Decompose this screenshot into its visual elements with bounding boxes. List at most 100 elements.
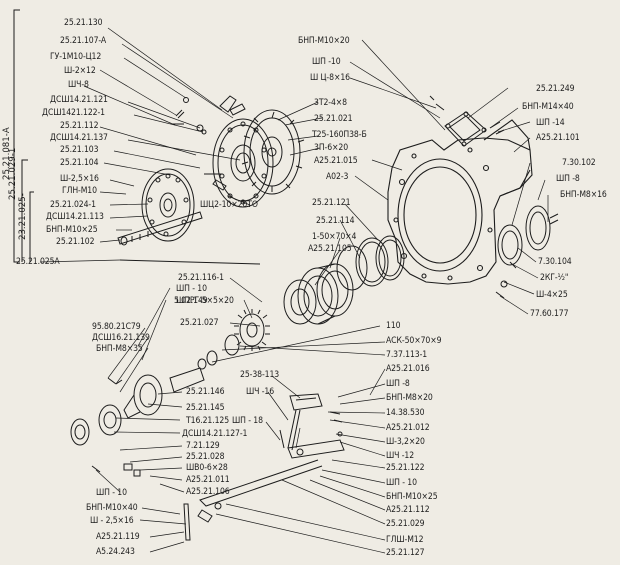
label-25-21-021: 25.21.021 xyxy=(314,114,353,124)
label-shvo-6x28: ШВ0-6×28 xyxy=(186,463,228,473)
label-t25: Т25-160П38-Б xyxy=(312,130,367,140)
label-25-21-028: 25.21.028 xyxy=(186,452,225,462)
seal-rings xyxy=(336,235,405,291)
label-shp-14: ШП -14 xyxy=(536,118,565,128)
label-dsh-16-21-139: ДСШ16.21.139 xyxy=(92,333,150,343)
label-25-21-029: 25.21.029 xyxy=(386,519,425,529)
label-bnp-m10x25-lower: БНП-М10×25 xyxy=(386,492,438,502)
label-25-21-116-1: 25.21.116-1 xyxy=(178,273,224,283)
label-25-21-122: 25.21.122 xyxy=(386,463,425,473)
label-gu-1m10: ГУ-1М10-Ц12 xyxy=(50,52,102,62)
label-dsh-122: ДСШ1421.122-1 xyxy=(42,108,106,118)
label-t16-21-125: Т16.21.125 xyxy=(186,416,230,426)
label-25-21-107a: 25.21.107-A xyxy=(60,36,107,46)
label-a02-3: А02-3 xyxy=(326,172,349,182)
side-label-25-21-029: 25.21.029-1 xyxy=(8,147,18,200)
label-25-21-146: 25.21.146 xyxy=(186,387,225,397)
label-7-21-129: 7.21.129 xyxy=(186,441,220,451)
label-95-80-21c79: 95.80.21С79 xyxy=(92,322,141,332)
label-sh-2-5x16-lower: Ш - 2,5×16 xyxy=(90,516,134,526)
label-a5-24-243: А5.24.243 xyxy=(96,547,135,557)
label-shch-8: ШЧ-8 xyxy=(68,80,89,90)
label-shp-10-right: ШП - 10 xyxy=(386,478,417,488)
label-shc2-10x20: ШЦ2-10×20ТО xyxy=(200,200,258,210)
label-shch-8x16: Ш Ц-8×16 xyxy=(310,73,350,83)
release-hub xyxy=(70,367,205,477)
label-a25-21-106: А25.21.106 xyxy=(186,487,230,497)
label-14-38-530: 14.38.530 xyxy=(386,408,425,418)
label-sh-3-2x20: Ш-3,2×20 xyxy=(386,437,425,447)
label-25-21-027: 25.21.027 xyxy=(180,318,219,328)
label-a25-21-015: А25.21.015 xyxy=(314,156,358,166)
gear-assembly xyxy=(197,309,270,370)
label-shch-12: ШЧ -12 xyxy=(386,451,415,461)
label-25-21-112: 25.21.112 xyxy=(60,121,99,131)
label-ask-50x70x9: АСК-50×70×9 xyxy=(386,336,442,346)
label-sh-4x25: Ш-4×25 xyxy=(536,290,568,300)
pressure-plate xyxy=(212,118,274,208)
upper-left-fasteners xyxy=(172,95,246,191)
label-dsh-113: ДСШ14.21.113 xyxy=(46,212,104,222)
label-25-21-103: 25.21.103 xyxy=(60,145,99,155)
label-25-38-113: 25-38-113 xyxy=(240,370,280,380)
label-bnp-m14x40: БНП-М14×40 xyxy=(522,102,574,112)
label-bnp-m10x20-top: БНП-М10×20 xyxy=(298,36,350,46)
label-25-21-025a: 25.21.025А xyxy=(16,257,60,267)
label-a25-21-119: А25.21.119 xyxy=(96,532,140,542)
label-bnp-m10x40: БНП-М10×40 xyxy=(86,503,138,513)
label-2kg: 2КГ-½" xyxy=(540,273,569,283)
label-bnp-m8x16: БНП-М8×16 xyxy=(560,190,607,200)
label-shp-10-lower: ШП - 10 xyxy=(96,488,127,498)
label-1-50x70x4: 1-50×70×4 xyxy=(312,232,357,242)
label-a25-21-101: А25.21.101 xyxy=(536,133,580,143)
label-25-21-249: 25.21.249 xyxy=(536,84,575,94)
label-shp-18: ШП - 18 xyxy=(232,416,263,426)
clutch-pedal-lever xyxy=(183,393,345,541)
assembly-brackets xyxy=(13,9,34,263)
clutch-housing xyxy=(387,119,533,285)
label-7-30-104: 7.30.104 xyxy=(538,257,572,267)
label-bnp-m8x20: БНП-М8×20 xyxy=(386,393,433,403)
label-25-21-104: 25.21.104 xyxy=(60,158,99,168)
label-a25-21-012: А25.21.012 xyxy=(386,423,430,433)
label-77-60-177: 77.60.177 xyxy=(530,309,569,319)
label-shprg-5x5x20: ШПРГ-5×5×20 xyxy=(176,296,234,306)
label-7-37-113-1: 7.37.113-1 xyxy=(386,350,428,360)
label-25-21-145: 25.21.145 xyxy=(186,403,225,413)
label-25-21-127: 25.21.127 xyxy=(386,548,425,558)
label-110: 110 xyxy=(386,321,401,331)
side-cover xyxy=(495,205,559,299)
label-3t2-4x8: 3Т2-4×8 xyxy=(314,98,347,108)
label-25-21-024: 25.21.024-1 xyxy=(50,200,96,210)
label-bnp-m8x35: БНП-М8×35 xyxy=(96,344,143,354)
label-dsh-137: ДСШ14.21.137 xyxy=(50,133,108,143)
label-a25-21-011: А25.21.011 xyxy=(186,475,230,485)
label-shp-10-top: ШП -10 xyxy=(312,57,341,67)
label-25-21-121: 25.21.121 xyxy=(312,198,351,208)
label-dsh-14-21-127: ДСШ14.21.127-1 xyxy=(182,429,248,439)
label-25-21-114: 25.21.114 xyxy=(316,216,355,226)
top-cover-plate xyxy=(429,95,505,147)
label-25-21-130: 25.21.130 xyxy=(64,18,103,28)
label-a25-21-105: А25.21.105 xyxy=(308,244,352,254)
label-5-02-149: 5.02.149 xyxy=(174,296,208,306)
input-shaft xyxy=(117,211,261,265)
label-shch-16: ШЧ -16 xyxy=(246,387,275,397)
friction-disc xyxy=(241,109,305,195)
label-sh-2x12: Ш-2×12 xyxy=(64,66,96,76)
label-gln-m10: ГЛН-М10 xyxy=(62,186,97,196)
label-dsh-121: ДСШ14.21.121 xyxy=(50,95,108,105)
bearing-stack xyxy=(283,263,354,325)
label-3p-6x20: 3П-6×20 xyxy=(314,143,349,153)
label-7-30-102: 7.30.102 xyxy=(562,158,596,168)
label-glsh-m12: ГЛШ-М12 xyxy=(386,535,424,545)
label-a25-21-016: А25.21.016 xyxy=(386,364,430,374)
label-shp-10-mid: ШП - 10 xyxy=(176,284,207,294)
leader-lines xyxy=(39,27,549,554)
side-label-23-21-025: 23.21.025- xyxy=(18,193,28,240)
small-clutch-disc xyxy=(141,168,195,242)
label-25-21-102: 25.21.102 xyxy=(56,237,95,247)
label-a25-21-112: А25.21.112 xyxy=(386,505,430,515)
label-shp-8-right: ШП -8 xyxy=(556,174,580,184)
